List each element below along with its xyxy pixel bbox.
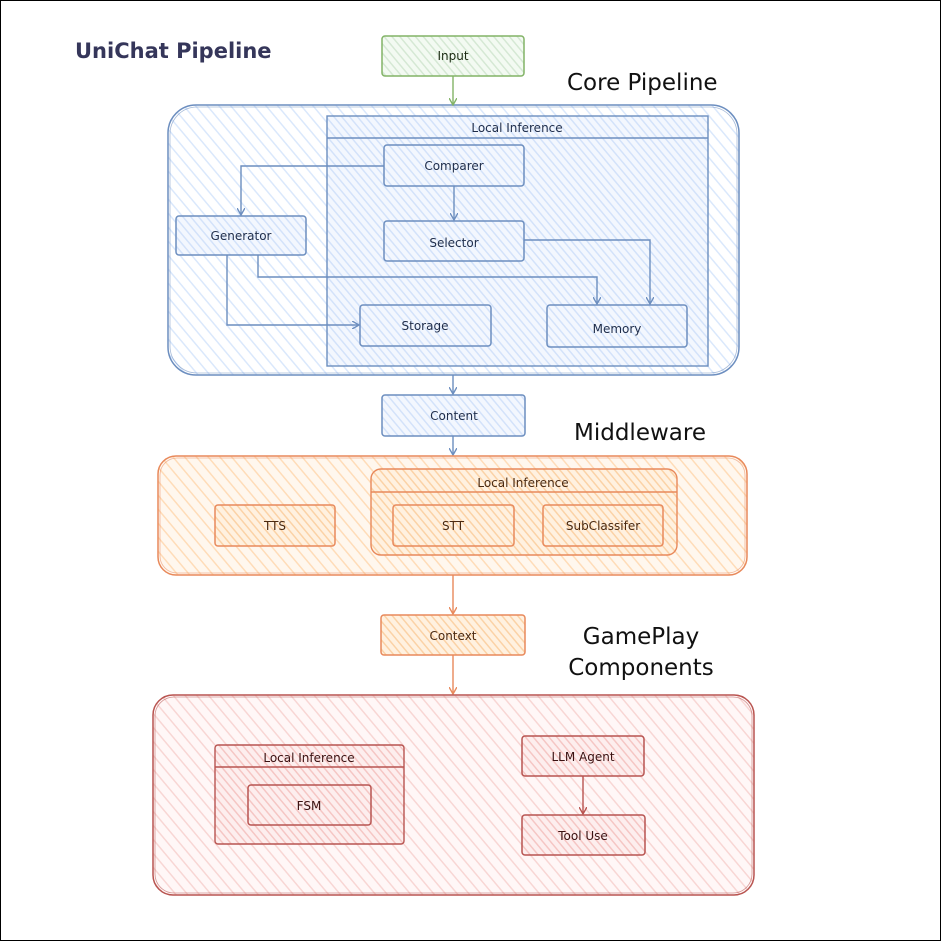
generator-node — [175, 215, 307, 256]
tts-node-label: TTS — [263, 519, 286, 533]
section-label-middleware: Middleware — [574, 420, 706, 446]
memory-node-label: Memory — [593, 322, 642, 336]
diagram-title: UniChat Pipeline — [75, 39, 272, 63]
tool-use-node — [521, 814, 646, 856]
comparer-node-label: Comparer — [424, 159, 483, 173]
selector-node — [383, 220, 525, 262]
input-node-label: Input — [437, 49, 468, 63]
fsm-node-label: FSM — [297, 799, 322, 813]
fsm-node — [247, 784, 372, 826]
core-local-inference-label: Local Inference — [471, 121, 562, 135]
edge-generator-to-memory — [257, 255, 597, 303]
memory-node — [546, 304, 688, 348]
tts-node — [214, 504, 336, 547]
content-node-label: Content — [430, 409, 478, 423]
tool-use-node-label: Tool Use — [557, 829, 608, 843]
section-label-gameplay-line2: Components — [568, 655, 714, 681]
gameplay-container-sketch — [154, 696, 753, 894]
section-label-gameplay-line1: GamePlay — [583, 624, 699, 650]
llm-agent-node-label: LLM Agent — [551, 750, 614, 764]
middleware-local-inference-label: Local Inference — [477, 476, 568, 490]
core-pipeline-container-sketch — [169, 106, 738, 374]
edge-comparer-to-generator — [241, 165, 384, 214]
edge-generator-to-storage — [226, 255, 358, 325]
subclassifier-node-label: SubClassifer — [566, 519, 640, 533]
subclassifier-node — [542, 504, 664, 547]
context-node-label: Context — [429, 629, 476, 643]
edge-selector-to-memory — [524, 239, 650, 303]
middleware-container-sketch — [159, 457, 746, 574]
gameplay-local-inference-label: Local Inference — [263, 751, 354, 765]
selector-node-label: Selector — [429, 236, 478, 250]
section-label-core-pipeline: Core Pipeline — [567, 70, 718, 96]
generator-node-label: Generator — [211, 229, 272, 243]
stt-node — [392, 504, 515, 547]
stt-node-label: STT — [442, 519, 465, 533]
storage-node-label: Storage — [402, 319, 449, 333]
storage-node — [359, 304, 492, 347]
